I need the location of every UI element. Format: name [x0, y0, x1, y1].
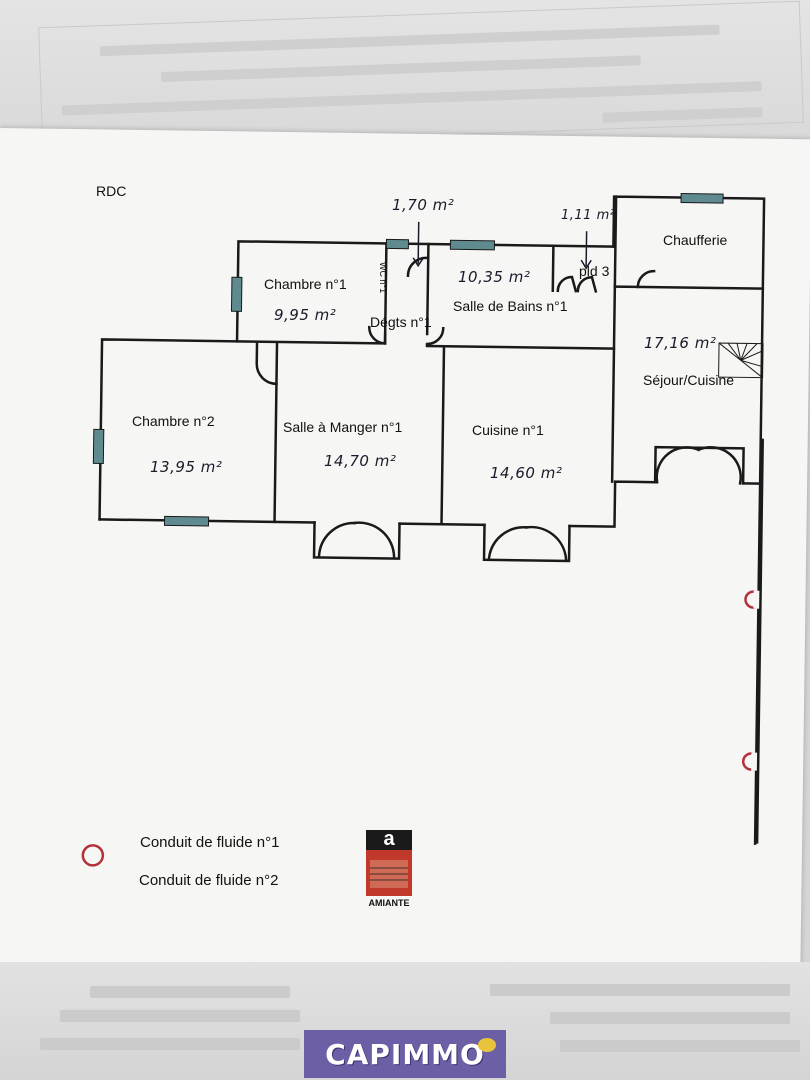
window — [163, 515, 210, 527]
legend-conduit-2: Conduit de fluide n°2 — [139, 872, 279, 889]
room-salle-manger: Salle à Manger n°1 — [283, 419, 403, 435]
area-sejour: 17,16 m² — [644, 334, 717, 352]
legend-conduit-icon — [81, 844, 105, 867]
area-chambre-2: 13,95 m² — [150, 458, 223, 476]
room-chambre-1: Chambre n°1 — [264, 276, 347, 292]
bay-door-salle-manger — [312, 521, 401, 560]
brand-dot-icon — [478, 1038, 496, 1052]
wall-bottom-right — [568, 480, 657, 528]
wall-sejour-left — [610, 195, 618, 483]
wall-chaufferie-bottom — [613, 285, 765, 290]
room-pld: pld 3 — [579, 263, 610, 279]
legend-conduit-1: Conduit de fluide n°1 — [140, 834, 280, 851]
amiante-logo-letter: a — [383, 828, 395, 850]
area-chambre-1: 9,95 m² — [274, 306, 337, 324]
floor-label: RDC — [96, 183, 127, 199]
wall-salle-cuisine — [440, 344, 446, 526]
window — [230, 276, 243, 312]
window — [385, 238, 409, 250]
floor-plan — [81, 193, 766, 867]
arrow-wc-area — [417, 221, 420, 264]
wall-pld — [551, 244, 555, 293]
bay-door-cuisine — [482, 523, 571, 563]
amiante-logo-text: AMIANTE — [368, 898, 410, 908]
room-chambre-2: Chambre n°2 — [132, 413, 215, 429]
room-degts: Dégts n°1 — [370, 314, 432, 330]
area-cuisine: 14,60 m² — [490, 464, 563, 482]
bay-door-sejour — [653, 445, 745, 485]
wall-chambre2-right — [273, 342, 279, 524]
window — [449, 239, 495, 251]
area-salle-manger: 14,70 m² — [324, 452, 397, 470]
brand-name: CAPIMMO — [325, 1037, 485, 1071]
wall-outer — [98, 240, 615, 521]
window — [92, 428, 105, 464]
room-salle-bains: Salle de Bains n°1 — [453, 298, 568, 314]
area-salle-bains: 10,35 m² — [458, 268, 531, 286]
room-sejour: Séjour/Cuisine — [643, 372, 735, 388]
room-cuisine: Cuisine n°1 — [472, 422, 544, 438]
room-chaufferie: Chaufferie — [663, 232, 728, 248]
wall-degts-bottom — [425, 344, 616, 350]
staircase-icon — [718, 342, 764, 379]
background-page-top — [0, 0, 810, 150]
wall-chaufferie — [612, 195, 766, 845]
capimmo-logo: CAPIMMO — [304, 1030, 506, 1078]
room-wc: WC n°1 — [378, 262, 388, 294]
window — [680, 193, 724, 204]
wall-chambre1-bottom — [235, 242, 388, 345]
floor-plan-sheet — [0, 128, 810, 978]
area-wc: 1,70 m² — [392, 196, 455, 214]
area-pld: 1,11 m² — [561, 208, 616, 223]
background-document-text — [38, 0, 804, 150]
amiante-logo: a AMIANTE — [362, 826, 416, 910]
